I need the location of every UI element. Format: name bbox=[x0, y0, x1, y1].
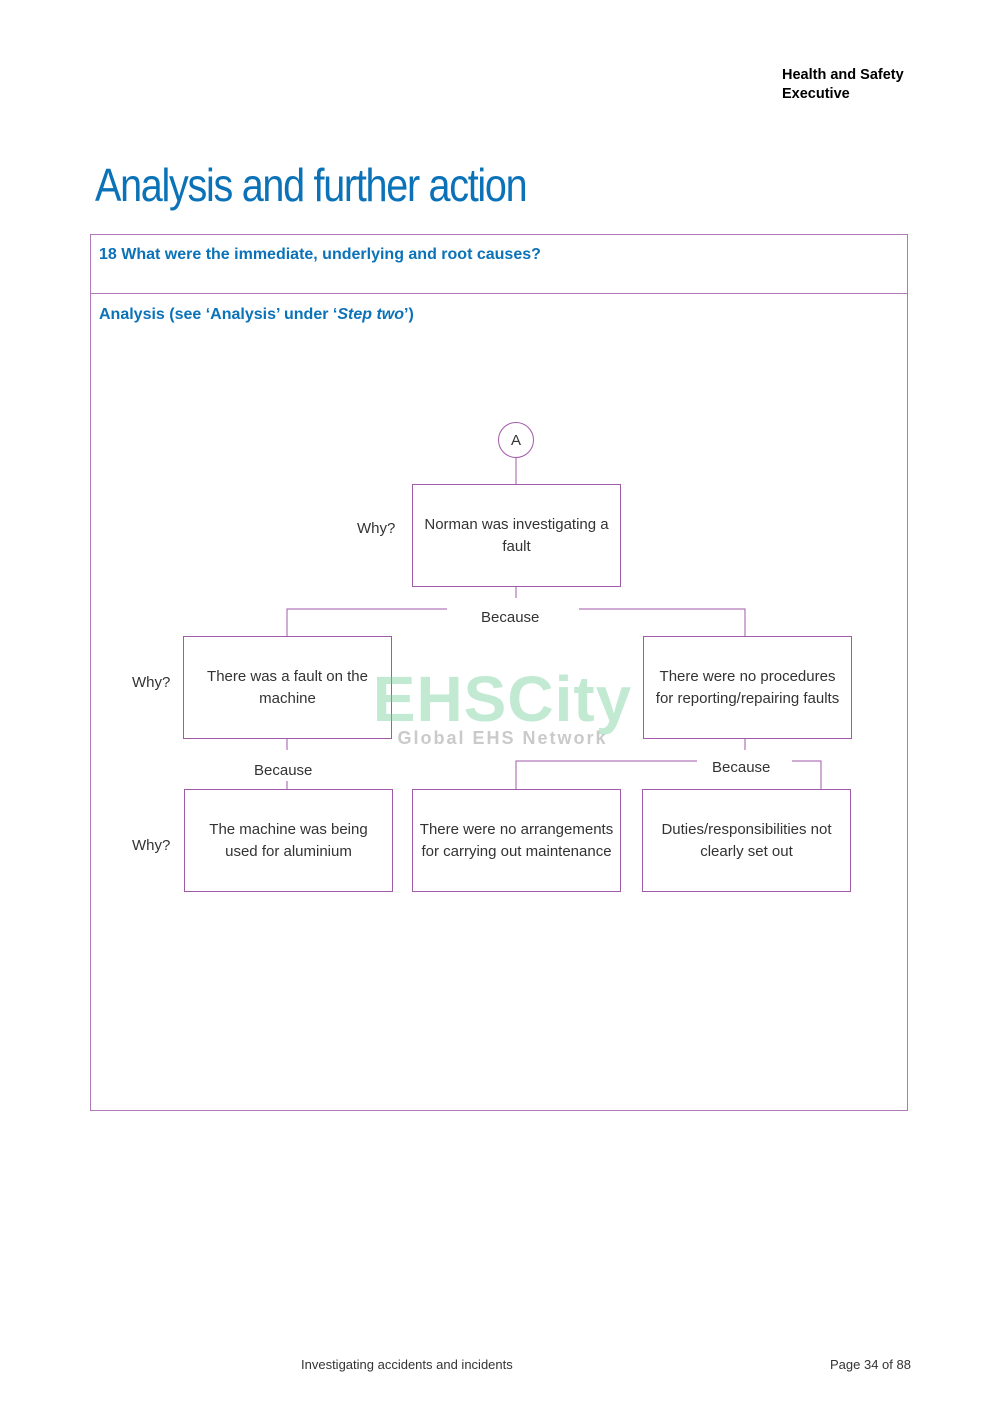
because-label-level1: Because bbox=[481, 609, 540, 626]
analysis-heading-step: Step two bbox=[337, 306, 404, 323]
cause-box-level3-left: The machine was being used for aluminium bbox=[184, 789, 393, 892]
organisation-name: Health and Safety Executive bbox=[782, 66, 904, 104]
cause-box-level2-left: There was a fault on the machine bbox=[183, 636, 392, 739]
analysis-heading-suffix: ’) bbox=[404, 306, 414, 323]
page-title: Analysis and further action bbox=[95, 159, 528, 211]
cause-text-level3-middle: There were no arrangements for carrying … bbox=[419, 820, 614, 860]
org-line-2: Executive bbox=[782, 86, 850, 102]
org-line-1: Health and Safety bbox=[782, 67, 904, 83]
why-label-level1: Why? bbox=[357, 520, 396, 537]
connector-because-left bbox=[286, 608, 447, 636]
analysis-heading-prefix: Analysis (see ‘Analysis’ under ‘ bbox=[99, 306, 338, 323]
cause-text-level3-left: The machine was being used for aluminium bbox=[209, 820, 368, 860]
connector-because-middle bbox=[515, 760, 697, 789]
panel-divider bbox=[91, 293, 907, 294]
cause-box-level3-middle: There were no arrangements for carrying … bbox=[412, 789, 621, 892]
cause-box-level3-right: Duties/responsibilities not clearly set … bbox=[642, 789, 851, 892]
connector-because-far-right bbox=[792, 760, 822, 789]
because-label-level2-right: Because bbox=[712, 759, 771, 776]
why-label-level2: Why? bbox=[132, 674, 171, 691]
because-label-level2-left: Because bbox=[254, 762, 313, 779]
cause-text-level2-right: There were no procedures for reporting/r… bbox=[655, 667, 840, 707]
cause-box-level1: Norman was investigating a fault bbox=[412, 484, 621, 587]
analysis-heading: Analysis (see ‘Analysis’ under ‘Step two… bbox=[99, 306, 414, 324]
cause-text-level2-left: There was a fault on the machine bbox=[207, 667, 368, 707]
why-label-level3: Why? bbox=[132, 837, 171, 854]
footer-doc-title: Investigating accidents and incidents bbox=[301, 1357, 513, 1372]
cause-text-level1: Norman was investigating a fault bbox=[424, 515, 609, 555]
cause-text-level3-right: Duties/responsibilities not clearly set … bbox=[661, 820, 832, 860]
footer-page-number: Page 34 of 88 bbox=[830, 1357, 911, 1372]
analysis-panel: 18 What were the immediate, underlying a… bbox=[90, 234, 908, 1111]
cause-box-level2-right: There were no procedures for reporting/r… bbox=[643, 636, 852, 739]
connector-a-circle: A bbox=[498, 422, 534, 458]
question-heading: 18 What were the immediate, underlying a… bbox=[99, 246, 541, 263]
connector-because-right bbox=[579, 608, 746, 636]
